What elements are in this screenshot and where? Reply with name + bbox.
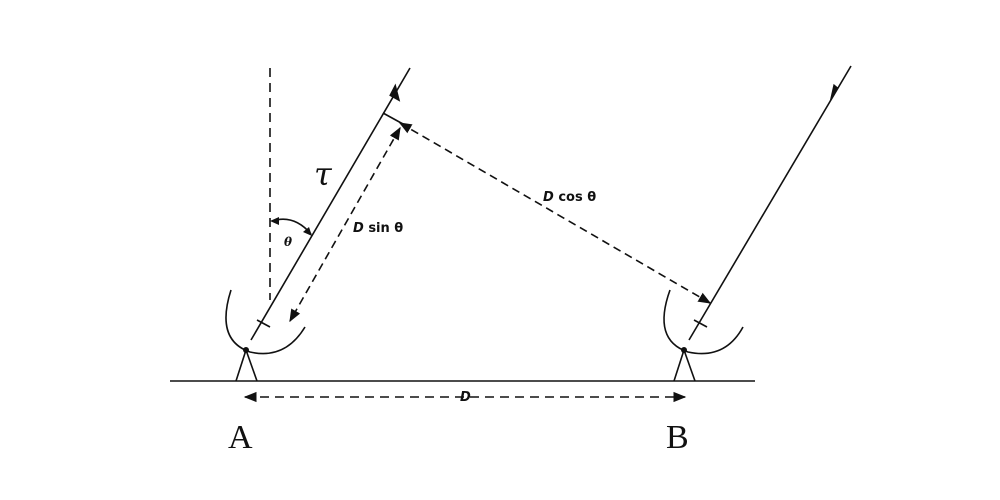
incoming-ray-a [250, 67, 411, 341]
d-sin-theta-arrow [289, 126, 401, 323]
d-cos-theta-label: D cos θ [543, 190, 596, 205]
d-sin-theta-var: D [353, 221, 364, 236]
d-cos-theta-rest: cos θ [554, 190, 596, 205]
station-b-label: B [666, 419, 689, 456]
antenna-a-feed-tick [256, 319, 271, 328]
station-a-label: A [228, 419, 253, 456]
theta-arc-arrowhead-left [270, 217, 279, 225]
antenna-b-leg-left [673, 349, 685, 382]
antenna-a [225, 289, 306, 382]
ray-a-top-tick [382, 112, 404, 125]
antenna-b-feed-tick [693, 319, 708, 328]
d-sin-theta-label: D sin θ [353, 221, 403, 236]
antenna-b-leg-right [683, 349, 696, 382]
antenna-b [663, 289, 744, 382]
baseline-d-label: D [460, 390, 471, 405]
d-cos-theta-arrow [398, 122, 712, 304]
ray-a-arrowhead [389, 83, 401, 102]
theta-arc-arrowhead-right [303, 227, 312, 236]
d-sin-theta-rest: sin θ [364, 221, 404, 236]
ray-b-arrowhead [829, 83, 839, 104]
antenna-a-leg-left [235, 349, 247, 382]
antenna-a-dish [225, 289, 306, 355]
tau-label: τ [314, 155, 333, 193]
incoming-ray-b [688, 65, 852, 341]
antenna-b-dish [663, 289, 744, 355]
antenna-a-leg-right [245, 349, 258, 382]
d-cos-theta-var: D [543, 190, 554, 205]
theta-label: θ [284, 235, 292, 249]
